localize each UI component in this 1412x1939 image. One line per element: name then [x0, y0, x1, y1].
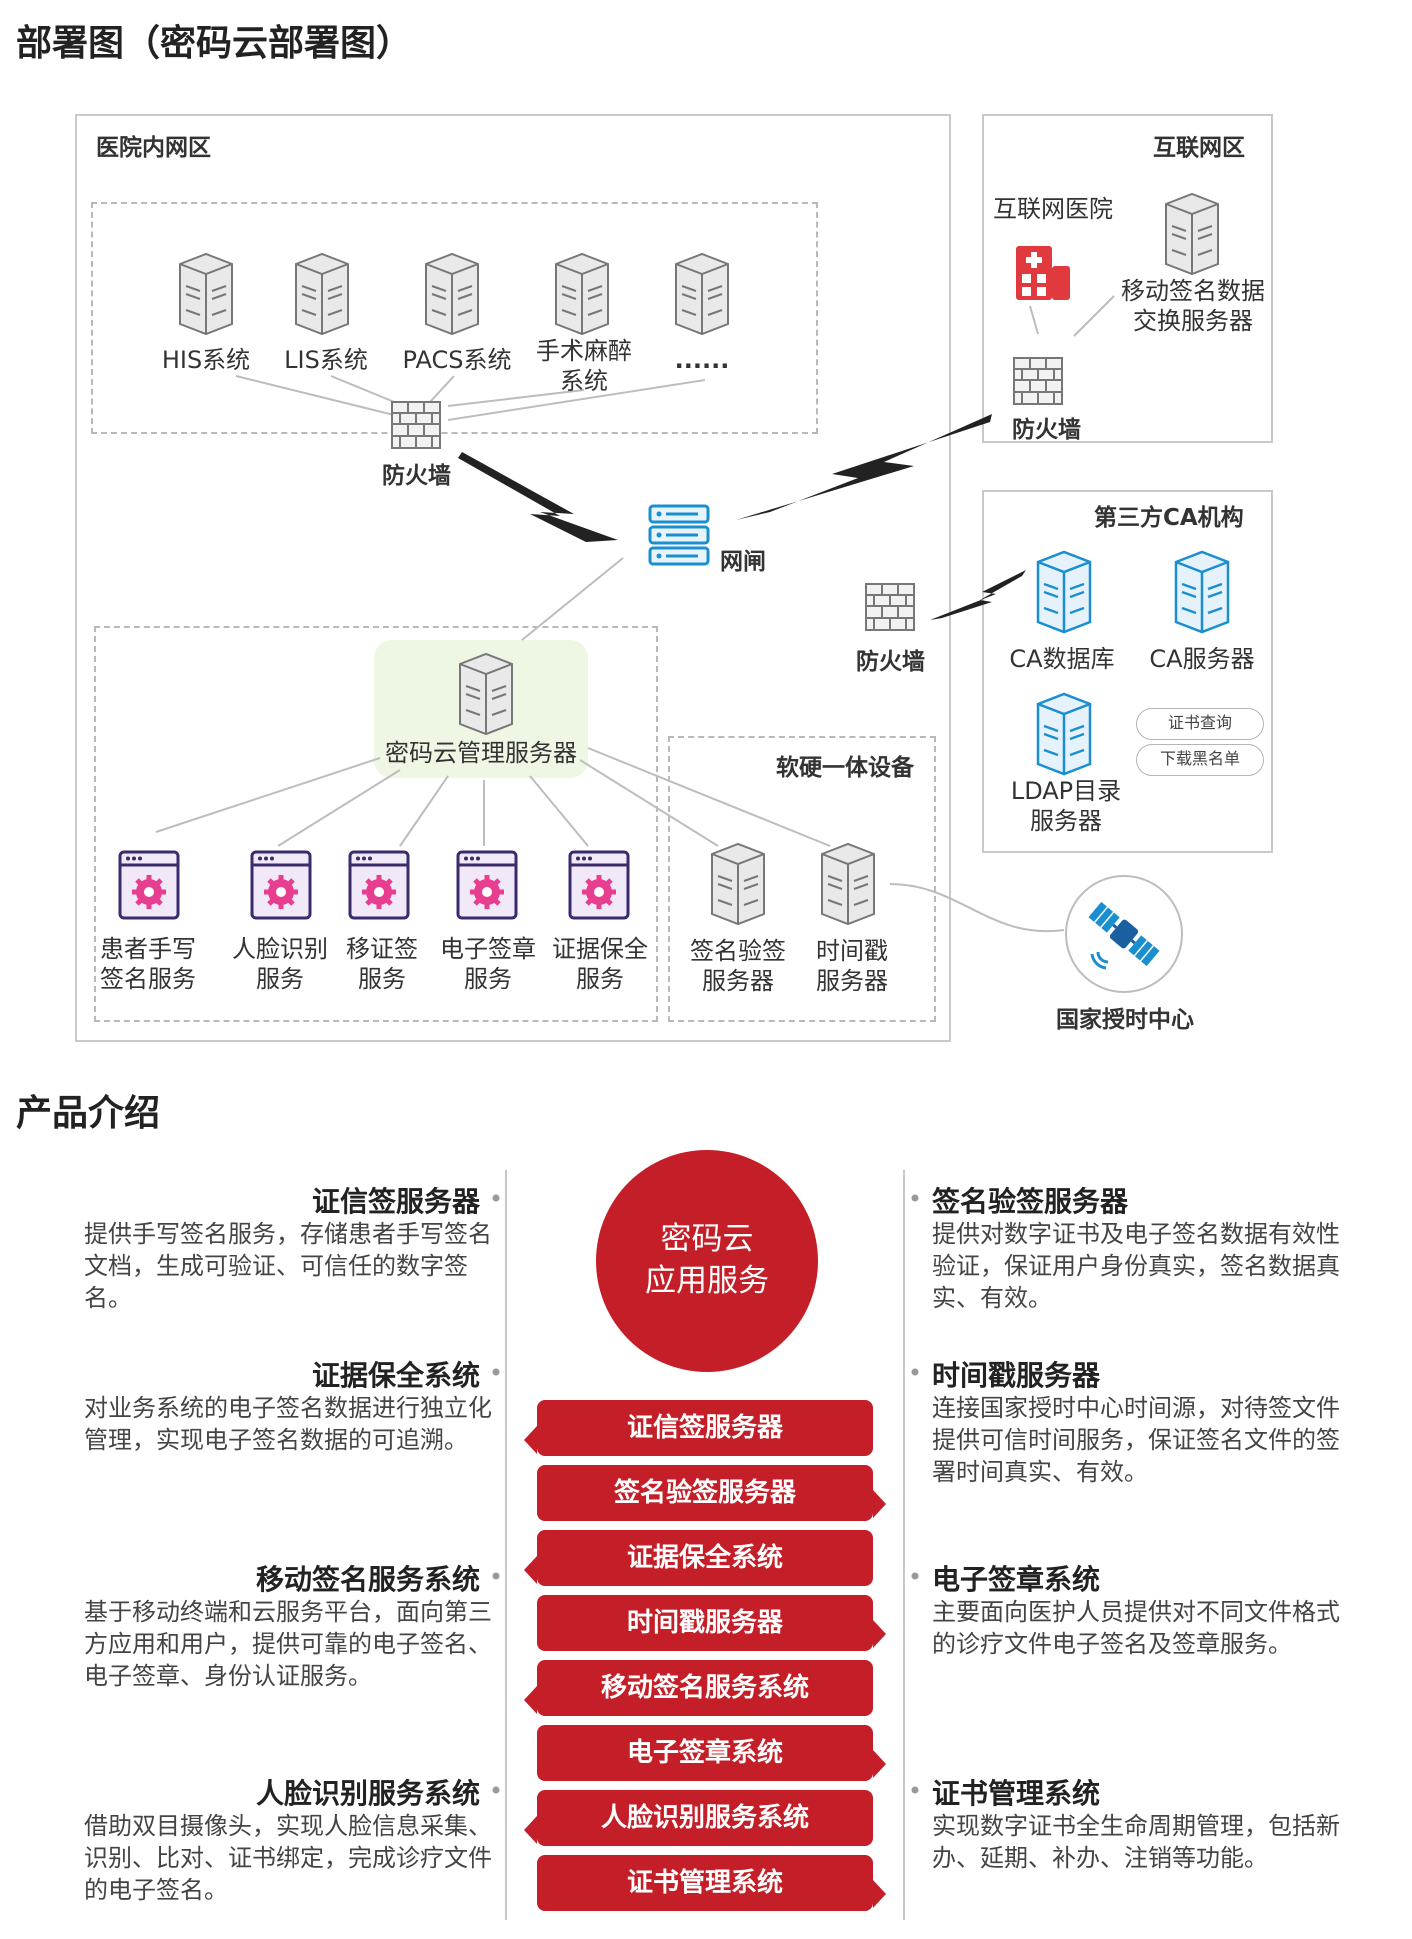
internet-hospital-label: 互联网医院 [993, 195, 1113, 223]
right-item-1-title: 签名验签服务器 [932, 1185, 1129, 1218]
product-button-7[interactable]: 人脸识别服务系统 [537, 1790, 873, 1846]
center-circle-label: 密码云 应用服务 [645, 1221, 769, 1299]
left-item-2-title: 证据保全系统 [311, 1359, 480, 1392]
hospital-zone-label: 医院内网区 [96, 135, 211, 161]
internet-zone [982, 114, 1273, 443]
right-item-4-body: 实现数字证书全生命周期管理，包括新办、延期、补办、注销等功能。 [932, 1812, 1340, 1872]
left-item-1-body: 提供手写签名服务，存储患者手写签名文档，生成可验证、可信任的数字签名。 [84, 1220, 492, 1312]
satellite-icon [1065, 875, 1183, 993]
connection-lines [155, 295, 1115, 933]
left-item-3-body: 基于移动终端和云服务平台，面向第三方应用和用户，提供可靠的电子签名、电子签章、身… [84, 1598, 492, 1690]
evidence-app-icon [568, 850, 632, 922]
product-button-3[interactable]: 证据保全系统 [537, 1530, 873, 1586]
ca-firewall-label: 防火墙 [856, 649, 925, 675]
lis-label: LIS系统 [284, 346, 368, 374]
gateway-icon [648, 504, 710, 566]
left-item-4-title: 人脸识别服务系统 [255, 1777, 480, 1810]
firewall-icon [391, 401, 441, 449]
mgmt-server-label: 密码云管理服务器 [385, 739, 577, 767]
product-button-5[interactable]: 移动签名服务系统 [537, 1660, 873, 1716]
device-zone [668, 736, 936, 1022]
ca-server-icon [1174, 550, 1230, 634]
mobile-sign-app-icon [348, 850, 412, 922]
product-lines [492, 1170, 919, 1920]
third-ca-zone-label: 第三方CA机构 [1094, 505, 1244, 531]
product-button-8[interactable]: 证书管理系统 [537, 1855, 873, 1911]
services-group [94, 626, 658, 1022]
ca-firewall-icon [865, 583, 915, 631]
systems-group [91, 202, 818, 434]
right-item-3-title: 电子签章系统 [932, 1563, 1101, 1596]
handwriting-service-label: 患者手写 签名服务 [100, 935, 196, 993]
mgmt-server-icon [459, 653, 513, 735]
anesthesia-label: 手术麻醉 系统 [536, 337, 632, 395]
hospital-zone [75, 114, 951, 1042]
ldap-server-icon [1036, 692, 1092, 776]
anesthesia-server-icon [555, 253, 609, 335]
hospital-icon [1016, 246, 1070, 300]
other-server-icon [675, 253, 729, 335]
product-button-4[interactable]: 时间戳服务器 [537, 1595, 873, 1651]
internet-zone-label: 互联网区 [1153, 135, 1245, 161]
left-item-2-body: 对业务系统的电子签名数据进行独立化管理，实现电子签名数据的可追溯。 [84, 1394, 492, 1454]
ca-database-label: CA数据库 [1009, 645, 1115, 673]
left-item-4-body: 借助双目摄像头，实现人脸信息采集、识别、比对、证书绑定，完成诊疗文件的电子签名。 [84, 1812, 492, 1904]
mobile-exchange-label: 移动签名数据 交换服务器 [1121, 277, 1265, 335]
ca-database-icon [1036, 550, 1092, 634]
cert-query-pill: 证书查询 [1136, 708, 1264, 740]
face-service-label: 人脸识别 服务 [232, 935, 328, 993]
time-center-label: 国家授时中心 [1056, 1007, 1194, 1033]
mobile-sign-service-label: 移证签 服务 [346, 935, 418, 993]
seal-service-label: 电子签章 服务 [440, 935, 536, 993]
timestamp-server-icon [821, 843, 875, 925]
mobile-exchange-server-icon [1165, 193, 1219, 275]
handwriting-app-icon [118, 850, 182, 922]
verify-server-icon [711, 843, 765, 925]
timestamp-server-label: 时间戳 服务器 [816, 937, 888, 995]
right-item-2-body: 连接国家授时中心时间源，对待签文件提供可信时间服务，保证签名文件的签署时间真实、… [932, 1394, 1340, 1486]
lis-server-icon [295, 253, 349, 335]
internet-firewall-label: 防火墙 [1012, 417, 1081, 443]
right-item-3-body: 主要面向医护人员提供对不同文件格式的诊疗文件电子签名及签章服务。 [932, 1598, 1340, 1658]
verify-server-label: 签名验签 服务器 [690, 937, 786, 995]
right-item-1-body: 提供对数字证书及电子签名数据有效性验证，保证用户身份真实，签名数据真实、有效。 [932, 1220, 1340, 1312]
gateway-label: 网闸 [720, 549, 766, 575]
pacs-label: PACS系统 [402, 346, 512, 374]
seal-app-icon [456, 850, 520, 922]
face-app-icon [250, 850, 314, 922]
product-button-6[interactable]: 电子签章系统 [537, 1725, 873, 1781]
his-label: HIS系统 [161, 346, 251, 374]
right-item-4-title: 证书管理系统 [932, 1777, 1101, 1810]
left-item-1-title: 证信签服务器 [311, 1185, 480, 1218]
center-circle [596, 1150, 818, 1372]
third-ca-zone [982, 490, 1273, 853]
product-title: 产品介绍 [16, 1093, 161, 1134]
deploy-title: 部署图（密码云部署图） [16, 23, 413, 64]
product-button-2[interactable]: 签名验签服务器 [537, 1465, 873, 1521]
pacs-server-icon [425, 253, 479, 335]
device-zone-label: 软硬一体设备 [776, 755, 914, 781]
left-item-3-title: 移动签名服务系统 [255, 1563, 480, 1596]
internet-firewall-icon [1013, 357, 1063, 405]
ca-server-label: CA服务器 [1149, 645, 1255, 673]
evidence-service-label: 证据保全 服务 [552, 935, 648, 993]
hospital-firewall-label: 防火墙 [382, 463, 451, 489]
download-blacklist-pill: 下载黑名单 [1136, 744, 1264, 776]
more-systems-label: ...... [674, 346, 730, 374]
his-server-icon [179, 253, 233, 335]
product-button-1[interactable]: 证信签服务器 [537, 1400, 873, 1456]
ldap-server-label: LDAP目录 服务器 [1010, 777, 1122, 835]
right-item-2-title: 时间戳服务器 [932, 1359, 1101, 1392]
